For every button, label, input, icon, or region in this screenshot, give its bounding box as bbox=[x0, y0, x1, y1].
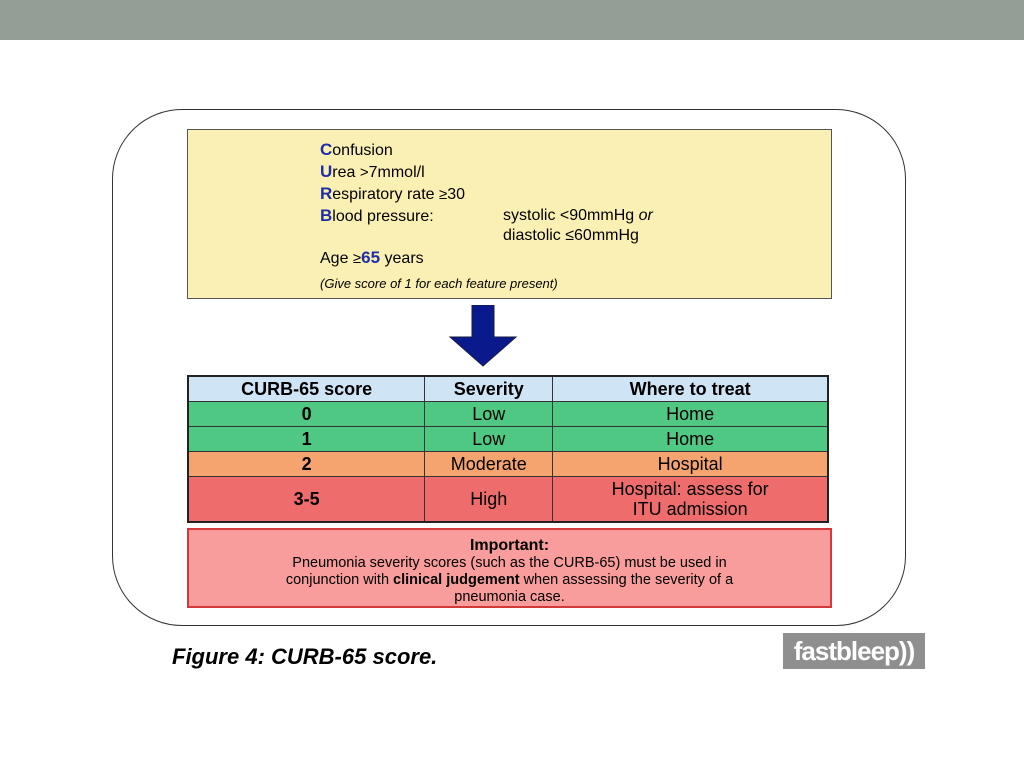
scoring-note: (Give score of 1 for each feature presen… bbox=[320, 276, 558, 291]
where-cell: Hospital bbox=[552, 451, 829, 477]
important-text: conjunction with bbox=[285, 572, 394, 588]
important-line: conjunction with clinical judgement when… bbox=[203, 572, 816, 589]
score-cell: 3-5 bbox=[187, 476, 426, 523]
criterion-text: systolic bbox=[503, 207, 560, 224]
criterion-confusion: Confusion bbox=[320, 140, 393, 161]
criterion-age-number: 65 bbox=[361, 248, 381, 267]
bp-systolic: systolic <90mmHg or bbox=[503, 206, 653, 226]
letter-b: B bbox=[320, 206, 333, 225]
criterion-value: 7mmol/l bbox=[368, 164, 425, 181]
criterion-text: onfusion bbox=[332, 142, 393, 159]
score-cell: 1 bbox=[187, 426, 426, 452]
criterion-symbol: ≥ bbox=[439, 186, 448, 203]
important-body: Pneumonia severity scores (such as the C… bbox=[189, 555, 830, 606]
severity-cell: Low bbox=[424, 426, 554, 452]
letter-c: C bbox=[320, 140, 333, 159]
table-row: 1 Low Home bbox=[187, 426, 829, 452]
criterion-value: 30 bbox=[447, 186, 466, 203]
criteria-box: Confusion Urea >7mmol/l Respiratory rate… bbox=[187, 129, 832, 299]
criterion-value: 90mmHg bbox=[569, 207, 639, 224]
figure-caption: Figure 4: CURB-65 score. bbox=[172, 644, 438, 669]
bp-diastolic: diastolic ≤60mmHg bbox=[503, 226, 639, 246]
important-box: Important: Pneumonia severity scores (su… bbox=[187, 528, 832, 608]
criterion-age: Age ≥65 years bbox=[320, 248, 424, 269]
criterion-urea: Urea >7mmol/l bbox=[320, 162, 425, 183]
logo-text: fastbleep)) bbox=[793, 635, 915, 666]
criterion-text: diastolic bbox=[503, 227, 566, 244]
letter-u: U bbox=[320, 162, 333, 181]
criterion-symbol: ≥ bbox=[352, 250, 362, 267]
curb65-table: CURB-65 score Severity Where to treat 0 … bbox=[187, 375, 829, 523]
criterion-or: or bbox=[638, 207, 653, 224]
criterion-symbol: ≤ bbox=[565, 227, 575, 244]
fastbleep-logo: fastbleep)) bbox=[783, 633, 925, 669]
criterion-symbol: > bbox=[359, 164, 369, 181]
table-row: 0 Low Home bbox=[187, 401, 829, 427]
criterion-text: Age bbox=[320, 250, 353, 267]
header-severity: Severity bbox=[424, 375, 554, 402]
table-row: 2 Moderate Hospital bbox=[187, 451, 829, 477]
important-line: Pneumonia severity scores (such as the C… bbox=[292, 555, 727, 571]
important-emphasis: clinical judgement bbox=[393, 572, 520, 588]
criterion-symbol: < bbox=[559, 207, 570, 224]
criterion-value: 60mmHg bbox=[574, 227, 639, 244]
criterion-text: lood pressure: bbox=[332, 208, 434, 225]
top-bar bbox=[0, 0, 1024, 40]
severity-cell: Low bbox=[424, 401, 554, 427]
where-line: Hospital: assess for bbox=[611, 479, 769, 499]
where-line: ITU admission bbox=[632, 499, 748, 519]
down-arrow-icon bbox=[448, 305, 518, 367]
important-title: Important: bbox=[469, 537, 550, 554]
criterion-text: years bbox=[380, 250, 424, 267]
criterion-respiratory: Respiratory rate ≥30 bbox=[320, 184, 465, 205]
header-where: Where to treat bbox=[552, 375, 829, 402]
severity-cell: Moderate bbox=[424, 451, 554, 477]
score-cell: 0 bbox=[187, 401, 426, 427]
important-text: when assessing the severity of a bbox=[519, 572, 734, 588]
where-cell: Home bbox=[552, 426, 829, 452]
where-cell: Home bbox=[552, 401, 829, 427]
header-score: CURB-65 score bbox=[187, 375, 426, 402]
letter-r: R bbox=[320, 184, 333, 203]
severity-cell: High bbox=[424, 476, 554, 523]
score-cell: 2 bbox=[187, 451, 426, 477]
important-line: pneumonia case. bbox=[454, 589, 565, 605]
criterion-text: rea bbox=[332, 164, 360, 181]
table-header-row: CURB-65 score Severity Where to treat bbox=[187, 375, 829, 402]
criterion-text: espiratory rate bbox=[332, 186, 439, 203]
criterion-blood-pressure: Blood pressure: bbox=[320, 206, 434, 227]
